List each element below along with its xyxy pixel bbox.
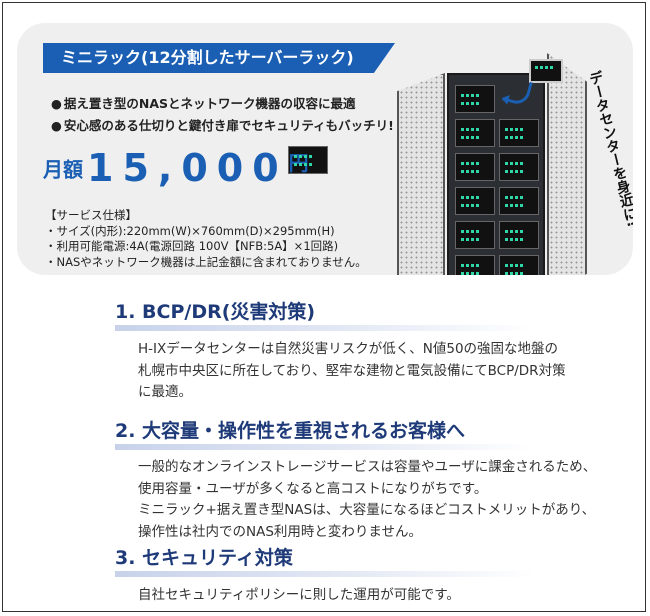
rack-door-right [547, 53, 587, 275]
service-spec: 【サービス仕様】 ・サイズ(内形):220mm(W)×760mm(D)×295m… [45, 208, 367, 270]
rack-unit [499, 119, 539, 147]
section-line: 札幌市中央区に所在しており、堅牢な建物と電気設備にてBCP/DR対策 [138, 362, 566, 379]
section-line: 一般的なオンラインストレージサービスは容量やユーザに課金されるため、 [138, 459, 597, 475]
section-line: 使用容量・ユーザが多くなると高コストになりがちです。 [138, 480, 488, 497]
price-unit: 円 [287, 146, 328, 175]
section-title-bcp-dr: 1. BCP/DR(災害対策) [115, 297, 535, 331]
section-line: 操作性は社内でのNAS利用時と変わりません。 [138, 523, 422, 540]
nas-device-icon [529, 59, 563, 83]
section-line: に最適。 [138, 384, 192, 400]
rack-unit [499, 221, 539, 249]
rack-unit [499, 153, 539, 181]
spec-line: ・NASやネットワーク機器は上記金額に含まれておりません。 [45, 254, 367, 269]
spec-line: ・利用可能電源:4A(電源回路 100V【NFB:5A】×1回路) [45, 239, 339, 253]
section-line: 自社セキュリティポリシーに則した運用が可能です。 [138, 587, 460, 603]
section-body-capacity: 一般的なオンラインストレージサービスは容量やユーザに課金されるため、 使用容量・… [138, 457, 596, 543]
plan-bullet: 据え置き型のNASとネットワーク機器の収容に最適 [51, 93, 356, 112]
plan-title-banner: ミニラック(12分割したサーバーラック) [43, 43, 395, 73]
section-title-security: 3. セキュリティ対策 [115, 543, 535, 577]
rack-unit [455, 187, 495, 215]
rack-unit [455, 119, 495, 147]
price-label: 月額 [43, 157, 83, 182]
spec-line: ・サイズ(内形):220mm(W)×760mm(D)×295mm(H) [45, 223, 335, 238]
rack-unit [455, 221, 495, 249]
section-title-capacity: 2. 大容量・操作性を重視されるお客様へ [115, 416, 535, 450]
section-body-security: 自社セキュリティポリシーに則した運用が可能です。 [138, 585, 460, 607]
section-line: H-IXデータセンターは自然災害リスクが低く、N値50の強固な地盤の [138, 341, 559, 357]
plan-card: ミニラック(12分割したサーバーラック) 据え置き型のNASとネットワーク機器の… [17, 23, 633, 275]
rack-unit [455, 255, 495, 275]
rack-unit [455, 153, 495, 181]
tagline: データセンターを身近に! [585, 69, 633, 229]
section-line: ミニラック+据え置き型NASは、大容量になるほどコストメリットがあり、 [138, 502, 596, 518]
section-body-bcp-dr: H-IXデータセンターは自然災害リスクが低く、N値50の強固な地盤の 札幌市中央… [138, 339, 566, 404]
rack-unit [455, 85, 495, 113]
rack-unit [499, 187, 539, 215]
price-value: 15,000 [87, 146, 288, 190]
plan-bullet: 安心感のある仕切りと鍵付き扉でセキュリティもバッチリ! [51, 115, 394, 134]
spec-line: 【サービス仕様】 [45, 208, 137, 222]
rack-unit [499, 255, 539, 275]
mini-rack-illustration [447, 73, 545, 275]
rack-door-left [397, 73, 445, 275]
